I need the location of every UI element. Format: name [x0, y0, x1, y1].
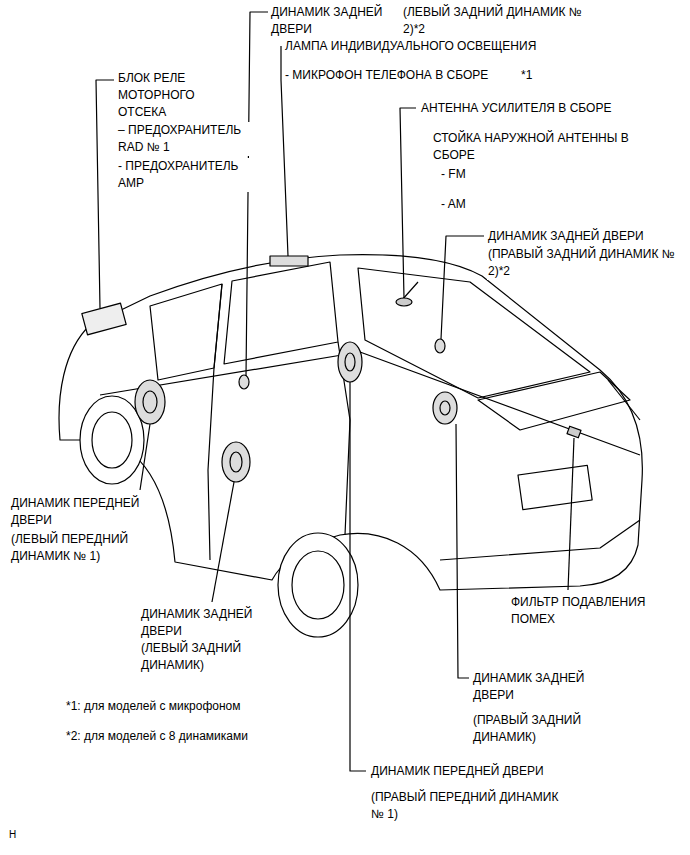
- leader-line: [96, 80, 114, 308]
- part-label: ЛАМПА ИНДИВИДУАЛЬНОГО ОСВЕЩЕНИЯ: [284, 38, 537, 55]
- part-note: (ПРАВЫЙ ПЕРЕДНИЙ ДИНАМИК № 1): [370, 789, 572, 823]
- leader-line: [456, 424, 469, 678]
- figure-code: H: [8, 826, 17, 843]
- front-wheel-rim: [92, 412, 132, 468]
- part-label: - AM: [440, 196, 467, 213]
- part-note: (ЛЕВЫЙ ЗАДНИЙ ДИНАМИК): [140, 640, 267, 674]
- part-note: (ЛЕВЫЙ ПЕРЕДНИЙ ДИНАМИК № 1): [10, 531, 147, 565]
- rear-wheel-rim: [292, 551, 344, 619]
- rear-bumper: [440, 520, 640, 560]
- part-note: (ЛЕВЫЙ ЗАДНИЙ ДИНАМИК № 2)*2: [402, 4, 589, 38]
- part-label: АНТЕННА УСИЛИТЕЛЯ В СБОРЕ: [420, 100, 612, 117]
- license-plate: [518, 465, 592, 509]
- speaker: [435, 339, 445, 353]
- leader-line: [441, 236, 484, 339]
- part-note: (ПРАВЫЙ ЗАДНИЙ ДИНАМИК № 2)*2: [487, 246, 684, 280]
- speaker: [143, 391, 157, 413]
- leader-line: [212, 482, 234, 602]
- interior-lamp: [270, 256, 308, 266]
- part-label: ДИНАМИК ПЕРЕДНЕЙ ДВЕРИ: [10, 495, 147, 529]
- leader-line: [568, 438, 574, 590]
- part-label: ДИНАМИК ПЕРЕДНЕЙ ДВЕРИ: [370, 763, 545, 780]
- tail-light: [478, 372, 630, 430]
- part-label: ДИНАМИК ЗАДНЕЙ ДВЕРИ: [140, 606, 267, 640]
- rear-side-window: [224, 262, 338, 364]
- leader-line: [350, 382, 366, 771]
- part-note: (ПРАВЫЙ ЗАДНИЙ ДИНАМИК): [472, 712, 634, 746]
- belt-line: [100, 352, 640, 455]
- footnote-mark: *1: [520, 67, 533, 84]
- part-label: СТОЙКА НАРУЖНОЙ АНТЕННЫ В СБОРЕ: [432, 130, 634, 164]
- relay-block: [82, 303, 126, 335]
- part-label: ФИЛЬТР ПОДАВЛЕНИЯ ПОМЕХ: [510, 594, 672, 628]
- front-wheel: [80, 396, 144, 484]
- tail-light: [608, 380, 640, 420]
- footnote: *2: для моделей с 8 динамиками: [65, 728, 249, 745]
- rear-window: [358, 268, 590, 398]
- speaker: [230, 452, 242, 472]
- part-label: - МИКРОФОН ТЕЛЕФОНА В СБОРЕ: [284, 67, 489, 84]
- part-label: ДИНАМИК ЗАДНЕЙ ДВЕРИ: [270, 4, 392, 38]
- part-label: ДИНАМИК ЗАДНЕЙ ДВЕРИ: [472, 670, 604, 704]
- part-label: - FM: [440, 166, 467, 183]
- speaker: [239, 375, 249, 389]
- door-line: [208, 284, 222, 560]
- part-label: ДИНАМИК ЗАДНЕЙ ДВЕРИ: [487, 228, 645, 245]
- speaker: [338, 342, 362, 382]
- footnote: *1: для моделей с микрофоном: [65, 698, 241, 715]
- rear-wheel: [278, 533, 358, 637]
- antenna-base: [396, 298, 412, 306]
- speaker: [440, 401, 450, 415]
- speaker: [222, 442, 250, 482]
- leader-line: [140, 424, 150, 490]
- speaker: [345, 353, 355, 371]
- part-label: - ПРЕДОХРАНИТЕЛЬ AMP: [117, 158, 254, 192]
- front-side-window: [150, 284, 222, 380]
- part-label: – ПРЕДОХРАНИТЕЛЬ RAD № 1: [117, 122, 254, 156]
- speaker: [433, 392, 457, 424]
- leader-line: [246, 12, 268, 376]
- part-label: БЛОК РЕЛЕ МОТОРНОГО ОТСЕКА: [117, 70, 229, 121]
- noise-filter: [567, 426, 581, 438]
- speaker: [135, 380, 165, 424]
- leader-line: [400, 108, 416, 298]
